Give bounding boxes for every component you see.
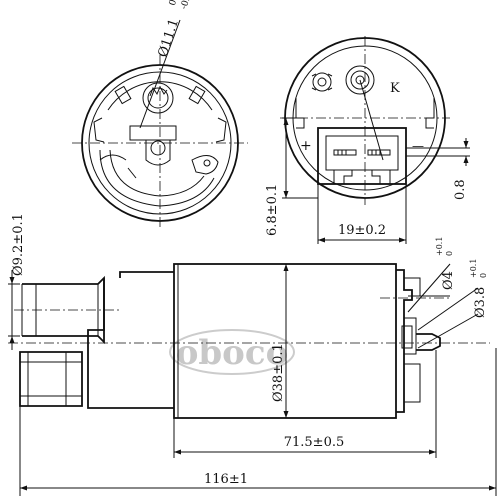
pin-diameter-3-8-tol-upper: +0.1 <box>469 259 478 278</box>
connector-width-dimension: 19±0.2 <box>317 184 407 244</box>
terminal-gap-label: 0.8 <box>453 179 468 200</box>
electrical-connector <box>317 127 407 185</box>
pin-diameter-3-8-label: Ø3.8 <box>473 287 488 318</box>
terminal-plus-label: + <box>300 138 312 154</box>
side-view <box>8 263 490 419</box>
pin-diameter-3-8-tol-lower: 0 <box>479 273 488 278</box>
body-diameter-label: Ø38±0.1 <box>271 343 286 402</box>
inlet-diameter-dimension: Ø9.2±0.1 <box>8 213 26 350</box>
pin-diameter-4-dimension: Ø4 +0.1 0 <box>407 237 456 313</box>
terminal-gap-dimension: 0.8 <box>406 138 470 200</box>
connector-width-label: 19±0.2 <box>338 223 386 238</box>
body-diameter-dimension: Ø38±0.1 <box>271 264 289 418</box>
gear-terminal <box>311 72 333 92</box>
pin-diameter-4-tol-upper: +0.1 <box>435 237 444 256</box>
watermark-text: oboco <box>176 333 289 373</box>
outlet-diameter-label: Ø11.1 <box>156 17 183 59</box>
connector-offset-label: 6.8±0.1 <box>265 184 280 236</box>
watermark: oboco <box>169 329 295 375</box>
k-terminal <box>345 65 375 95</box>
connector-offset-dimension: 6.8±0.1 <box>265 117 318 236</box>
right-end-view: K + — <box>280 36 450 205</box>
left-end-view <box>72 19 248 230</box>
terminal-minus-label: — <box>412 139 424 153</box>
pin-diameter-4-label: Ø4 <box>441 271 456 290</box>
outlet-tolerance-upper: 0 <box>168 0 179 7</box>
pin-diameter-4-tol-lower: 0 <box>445 251 454 256</box>
outlet-diameter-dimension: Ø11.1 0 -0.3 <box>156 0 195 59</box>
total-length-label: 116±1 <box>204 472 248 487</box>
body-length-label: 71.5±0.5 <box>284 435 345 450</box>
pin-diameter-3-8-dimension: Ø3.8 +0.1 0 <box>417 259 488 349</box>
total-length-dimension: 116±1 <box>19 348 497 496</box>
outlet-tolerance-lower: -0.3 <box>179 0 194 11</box>
body-length-dimension: 71.5±0.5 <box>173 350 437 458</box>
inlet-diameter-label: Ø9.2±0.1 <box>11 213 26 276</box>
terminal-k-label: K <box>390 81 400 96</box>
